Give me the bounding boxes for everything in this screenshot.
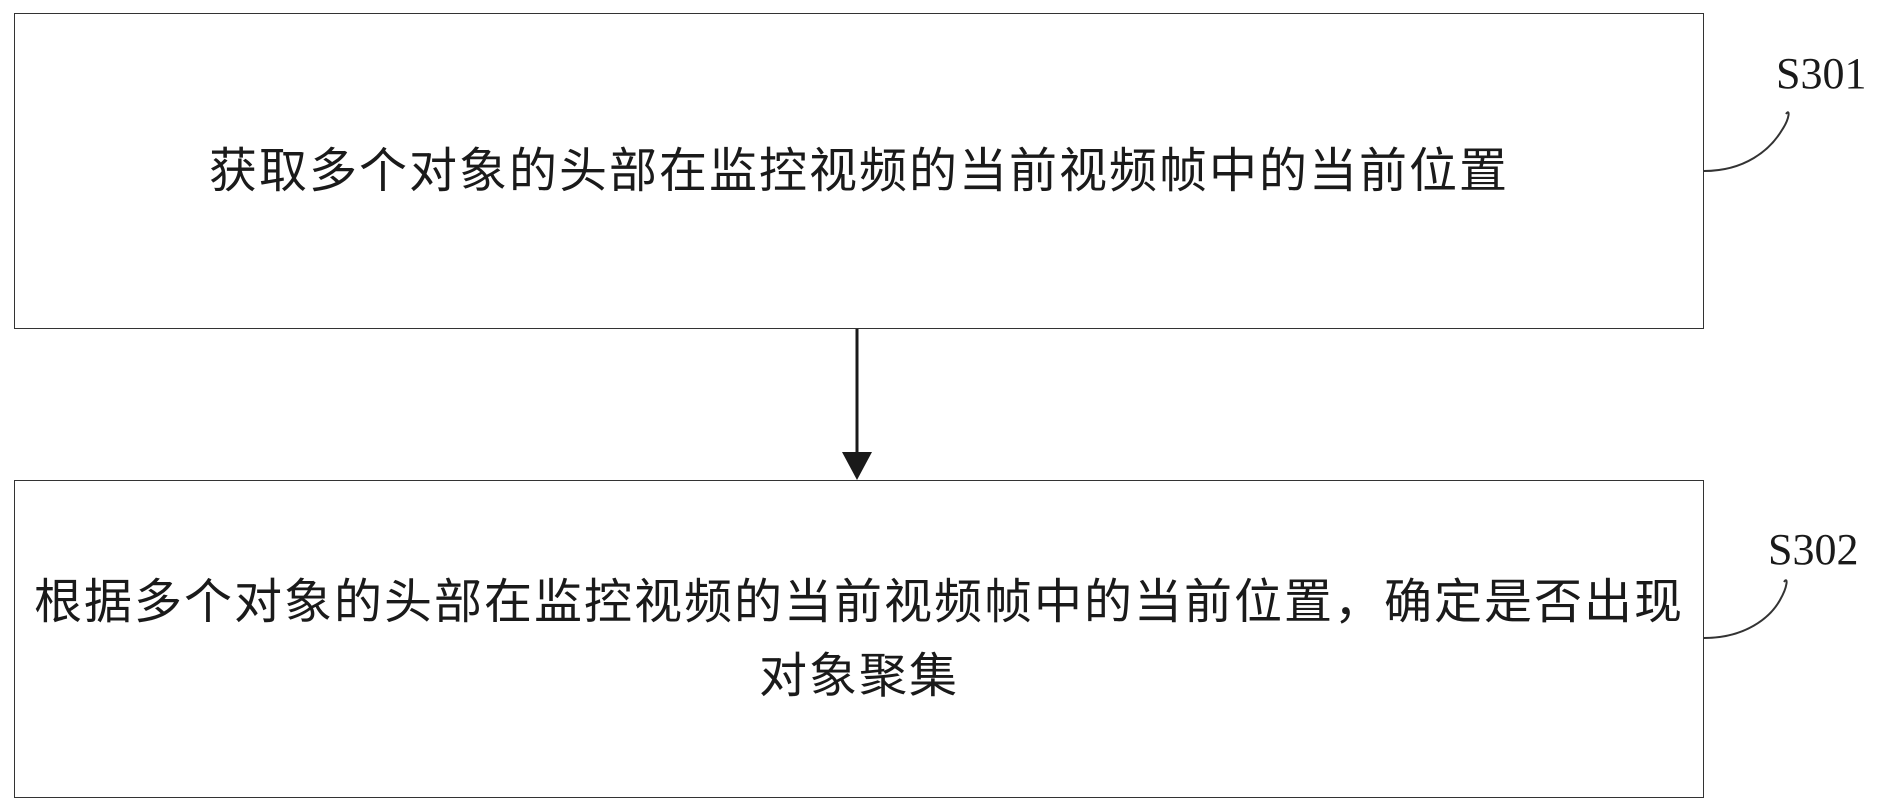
step-text-s302: 根据多个对象的头部在监控视频的当前视频帧中的当前位置，确定是否出现对象聚集	[33, 573, 1684, 704]
step-box-s301: 获取多个对象的头部在监控视频的当前视频帧中的当前位置	[14, 13, 1704, 329]
step-text-s301: 获取多个对象的头部在监控视频的当前视频帧中的当前位置	[208, 142, 1509, 199]
flow-arrowhead-icon	[842, 452, 872, 480]
step-box-s302: 根据多个对象的头部在监控视频的当前视频帧中的当前位置，确定是否出现对象聚集	[14, 480, 1704, 798]
leader-line-s301	[1703, 111, 1790, 172]
step-label-s301: S301	[1776, 49, 1867, 98]
leader-line-s302	[1703, 579, 1788, 639]
step-label-s302: S302	[1768, 525, 1859, 574]
